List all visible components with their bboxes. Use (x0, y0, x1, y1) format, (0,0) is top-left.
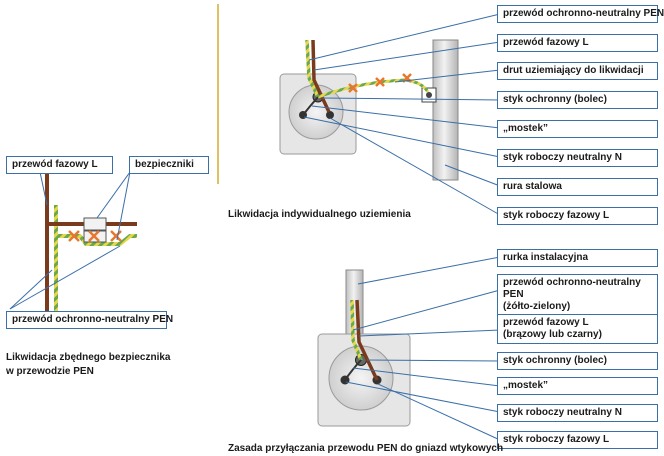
label-top-jumper: „mostek” (497, 120, 658, 138)
label-top-protective-contact: styk ochronny (bolec) (497, 91, 658, 109)
left-pen-wire-branch (56, 234, 137, 246)
fuse-phase (83, 217, 107, 231)
label-top-neutral-contact: styk roboczy neutralny N (497, 149, 658, 167)
label-top-steel-pipe: rura stalowa (497, 178, 658, 196)
label-top-phase-wire: przewód fazowy L (497, 34, 658, 52)
top-pen-wire (305, 39, 320, 98)
conduit-pipe (345, 269, 364, 335)
label-top-phase-contact: styk roboczy fazowy L (497, 207, 658, 225)
label-bottom-pen-wire: przewód ochronno-neutralny PEN (żółto-zi… (497, 274, 658, 316)
label-left-phase-wire: przewód fazowy L (6, 156, 113, 174)
socket-pin-right-top (326, 111, 334, 119)
bottom-pen-wire (350, 299, 363, 361)
clamp-screw (426, 92, 432, 98)
label-bottom-pen-wire-line2: (żółto-zielony) (503, 301, 571, 312)
top-jumper (302, 96, 319, 116)
label-bottom-phase-wire-line1: przewód fazowy L (503, 317, 589, 328)
bottom-jumper (344, 359, 362, 381)
label-bottom-pen-wire-line1: przewód ochronno-neutralny PEN (503, 277, 641, 300)
bottom-leader-lines (345, 256, 501, 441)
left-removal-marks (68, 230, 122, 242)
caption-bottom-right: Zasada przyłączania przewodu PEN do gnia… (228, 443, 504, 454)
label-bottom-conduit: rurka instalacyjna (497, 249, 658, 267)
label-bottom-neutral-contact: styk roboczy neutralny N (497, 404, 658, 422)
panel-divider (217, 4, 219, 184)
caption-left-line2: w przewodzie PEN (6, 366, 94, 377)
label-bottom-phase-wire-line2: (brązowy lub czarny) (503, 329, 602, 340)
steel-pipe (432, 39, 459, 181)
label-bottom-protective-contact: styk ochronny (bolec) (497, 352, 658, 370)
left-leader-lines (9, 171, 131, 310)
label-bottom-phase-wire: przewód fazowy L (brązowy lub czarny) (497, 314, 658, 344)
top-removal-marks (348, 73, 412, 93)
label-left-pen-wire: przewód ochronno-neutralny PEN (6, 311, 173, 329)
left-wiring (9, 171, 137, 320)
bottom-phase-wire (355, 299, 379, 381)
top-leader-lines (303, 13, 501, 216)
label-bottom-phase-contact: styk roboczy fazowy L (497, 431, 658, 449)
bottom-right-wiring (317, 256, 501, 441)
label-bottom-jumper: „mostek” (497, 377, 658, 395)
caption-top-right: Likwidacja indywidualnego uziemienia (228, 209, 411, 220)
caption-left-line1: Likwidacja zbędnego bezpiecznika (6, 352, 171, 363)
top-right-wiring (279, 13, 501, 216)
top-phase-wire (311, 39, 331, 113)
label-left-fuses: bezpieczniki (129, 156, 209, 174)
label-top-ground-wire: drut uziemiający do likwidacji (497, 62, 658, 80)
label-top-pen-wire: przewód ochronno-neutralny PEN (497, 5, 664, 23)
